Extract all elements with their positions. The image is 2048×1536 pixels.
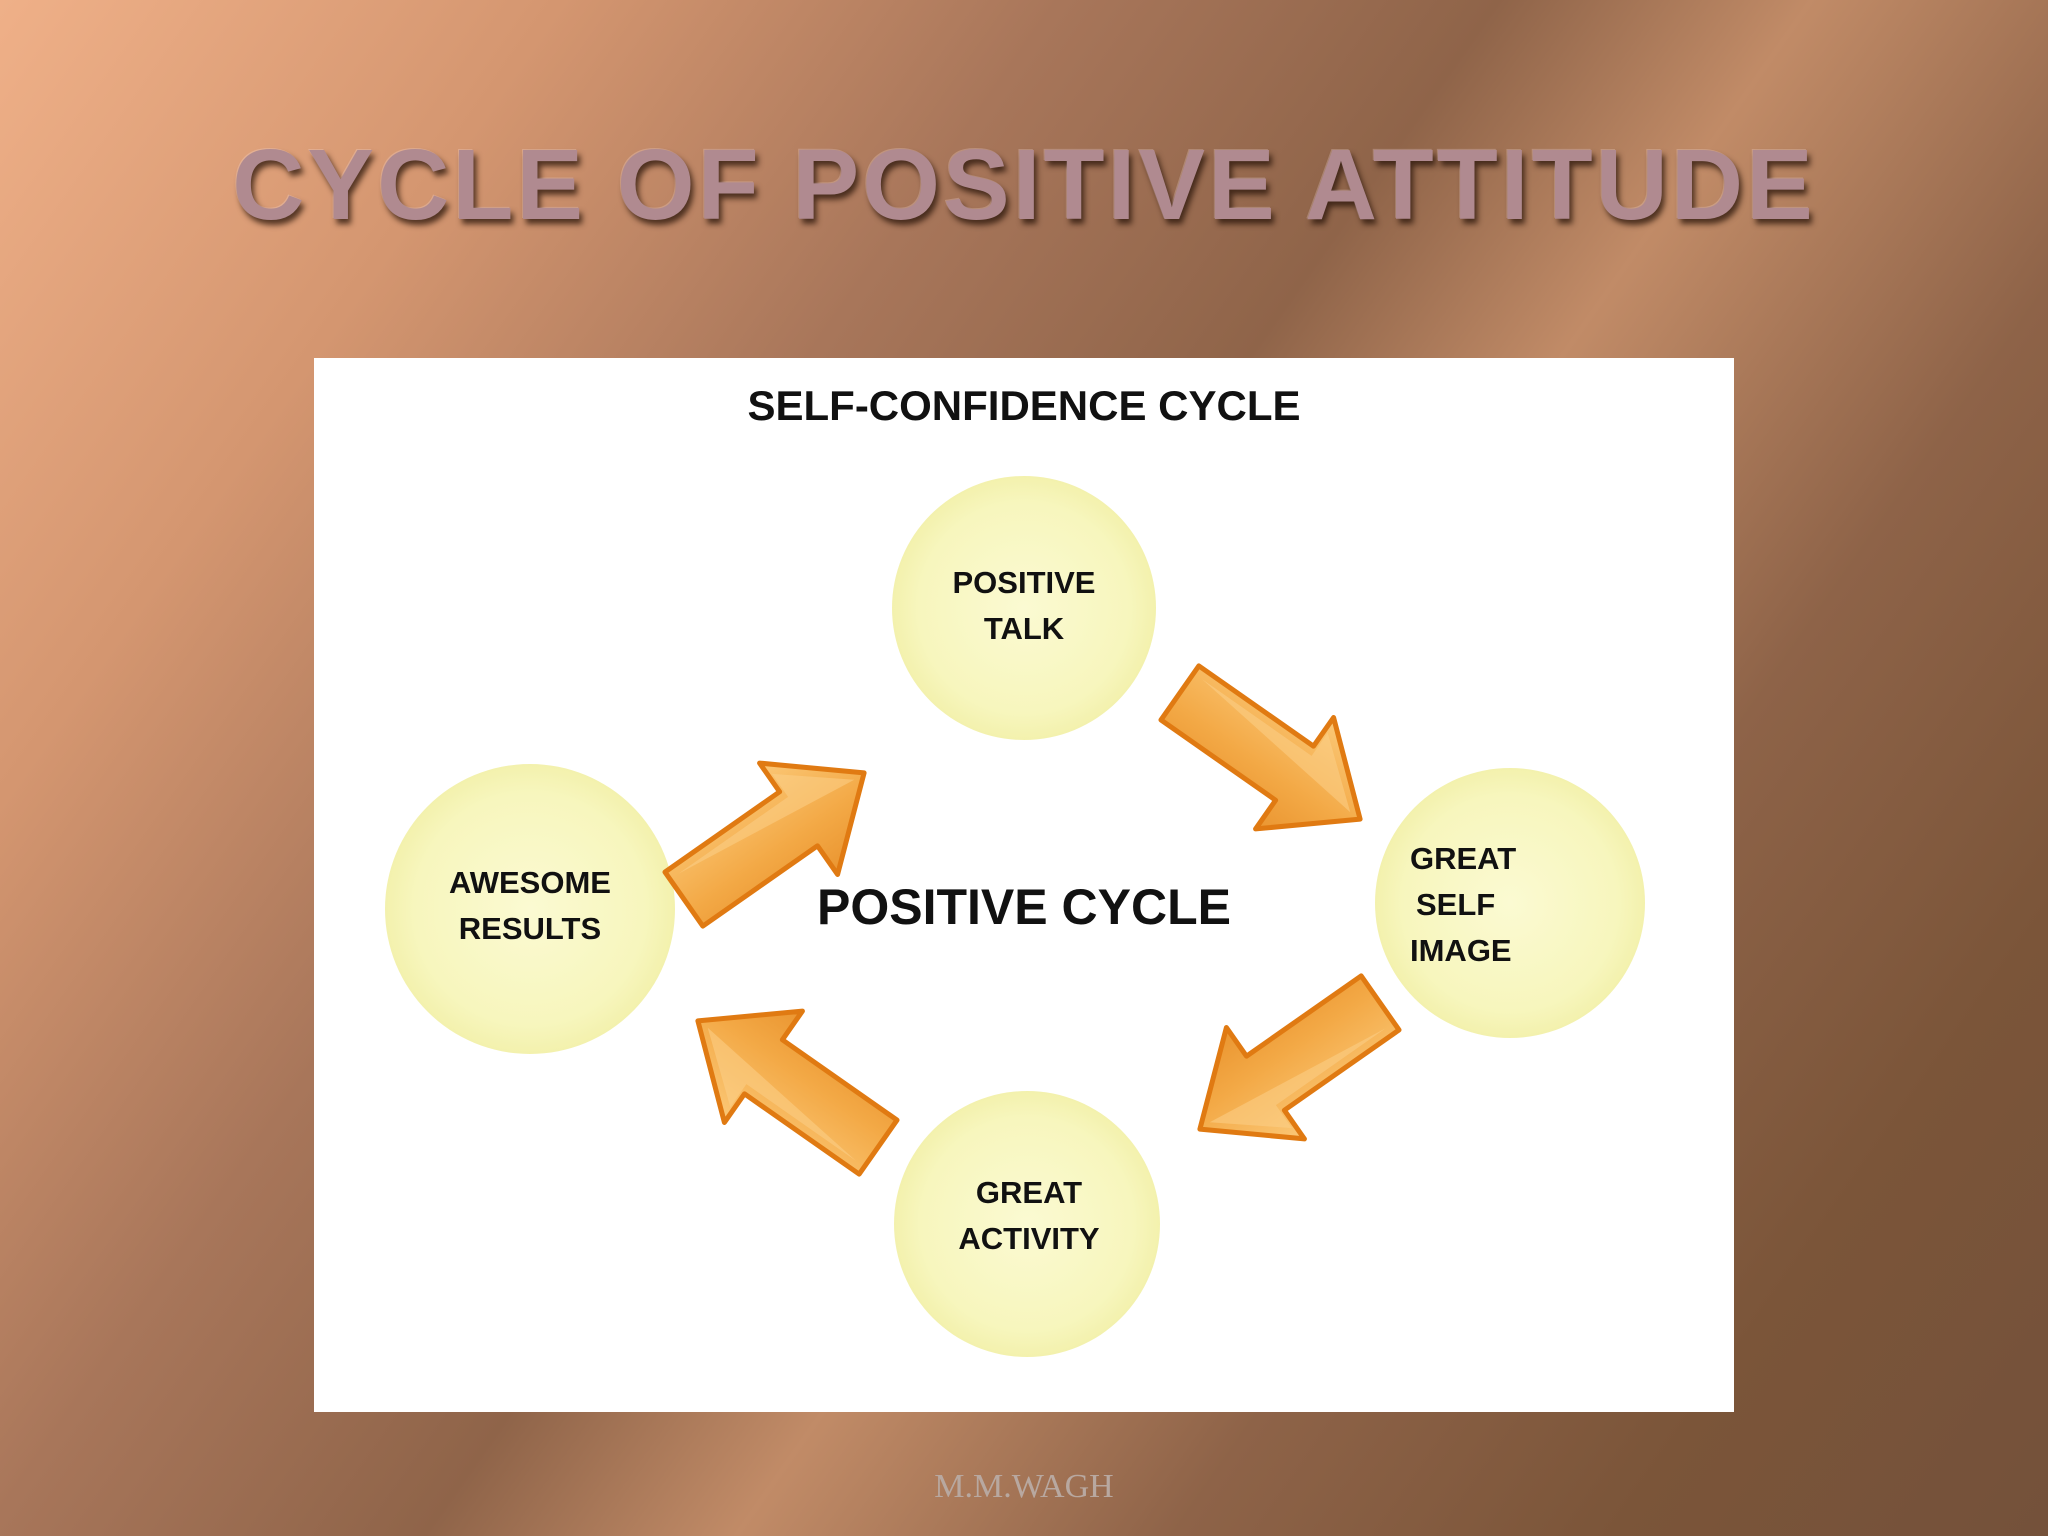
node-label-line: GREAT (1410, 841, 1517, 876)
node-label-line: POSITIVE (952, 565, 1096, 600)
diagram-canvas (385, 476, 1645, 1357)
diagram-panel: SELF-CONFIDENCE CYCLE POSITIVE CYCLE POS… (314, 358, 1734, 1412)
node-label-line: GREAT (975, 1175, 1083, 1210)
center-label: POSITIVE CYCLE (817, 879, 1231, 935)
node-label-line: IMAGE (1410, 933, 1512, 968)
node-label-line: TALK (983, 611, 1065, 646)
node-label-line: SELF (1416, 887, 1496, 922)
arrow-talk-to-self-image (1141, 637, 1399, 875)
slide-title: CYCLE OF POSITIVE ATTITUDE (232, 129, 1816, 241)
node-label-line: ACTIVITY (958, 1221, 1100, 1256)
node-positive-talk-circle (892, 476, 1156, 740)
node-label-line: RESULTS (458, 911, 602, 946)
diagram-title: SELF-CONFIDENCE CYCLE (747, 382, 1301, 429)
node-awesome-results-label: AWESOME RESULTS (410, 860, 650, 952)
node-great-self-image-circle (1375, 768, 1645, 1038)
node-great-activity-label: GREAT ACTIVITY (919, 1170, 1139, 1262)
node-great-activity-circle (894, 1091, 1160, 1357)
footer-author: M.M.WAGH (934, 1468, 1114, 1505)
node-great-self-image-label: GREAT SELF IMAGE (1396, 836, 1536, 974)
arrow-activity-to-results (659, 965, 917, 1203)
node-positive-talk-label: POSITIVE TALK (914, 560, 1134, 652)
node-label-line: AWESOME (449, 865, 611, 900)
node-awesome-results-circle (385, 764, 675, 1054)
arrow-self-image-to-activity (1161, 947, 1419, 1185)
